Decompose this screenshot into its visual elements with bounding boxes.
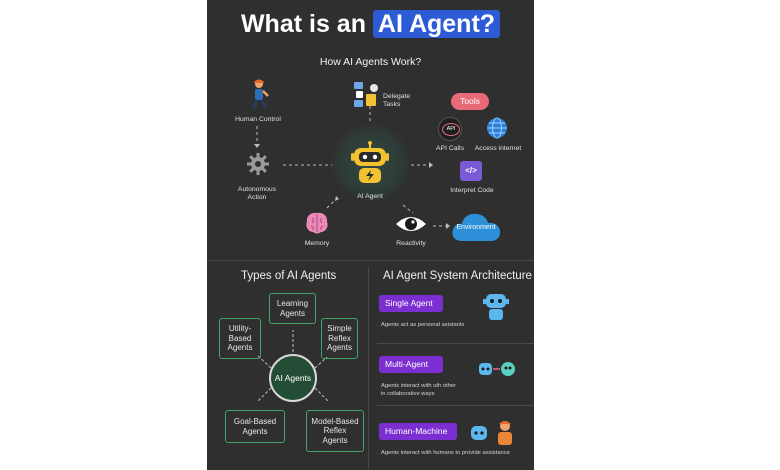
arch-separator-1 — [377, 343, 534, 344]
title-prefix: What is an — [240, 10, 366, 38]
learning-agents-box: Learning Agents — [269, 293, 316, 324]
access-internet-label: Access internet — [474, 145, 522, 152]
human-control-label: Human Control — [235, 116, 281, 123]
human-machine-label: Human-Machine — [379, 423, 457, 440]
simple-reflex-agents-box: Simple Reflex Agents — [321, 318, 358, 359]
multi-agent-description: Agents interact with uth other in collab… — [381, 383, 457, 397]
flow-connectors — [254, 106, 450, 229]
page-title: What is an AI Agent? — [207, 10, 534, 39]
delegate-tasks-icon — [354, 82, 378, 107]
interpret-code-label: Interpret Code — [450, 187, 494, 194]
human-control-icon — [251, 79, 269, 110]
brain-icon — [306, 212, 328, 234]
utility-based-agents-box: Utility- Based Agents — [219, 318, 261, 359]
goal-based-agents-box: Goal-Based Agents — [225, 410, 285, 443]
code-icon: </> — [460, 161, 482, 181]
section-subtitle: How AI Agents Work? — [319, 56, 422, 68]
cloud-icon — [452, 213, 501, 241]
ai-agents-center: AI Agents — [269, 354, 317, 402]
delegate-tasks-label: Delegate Tasks — [383, 93, 411, 108]
infographic-poster: What is an AI Agent? How AI Agents Work?… — [207, 0, 534, 470]
ai-agent-label: AI Agent — [357, 193, 383, 200]
arch-separator-2 — [377, 405, 534, 406]
environment-label: Environment — [456, 224, 496, 231]
api-icon: API — [438, 117, 462, 141]
column-divider — [368, 268, 369, 468]
types-title: Types of AI Agents — [241, 270, 337, 282]
human-robot-icon — [471, 421, 512, 445]
tools-badge: Tools — [451, 93, 489, 110]
gear-icon — [247, 153, 269, 175]
api-calls-label: API Calls — [436, 145, 464, 152]
single-agent-description: Agents act as personal asistants — [381, 322, 465, 328]
single-robot-icon — [483, 294, 509, 320]
globe-icon — [487, 117, 507, 139]
eye-icon — [396, 217, 426, 231]
reactivity-label: Reactivity — [396, 240, 426, 247]
multi-agent-label: Multi-Agent — [379, 356, 443, 373]
section-divider — [207, 260, 534, 261]
api-badge-text: API — [442, 123, 460, 136]
memory-label: Memory — [304, 240, 330, 247]
human-machine-description: Agents interact with humans to provide a… — [381, 450, 510, 456]
title-highlight: AI Agent? — [372, 10, 501, 38]
robot-icon — [351, 141, 389, 183]
model-based-reflex-agents-box: Model-Based Reflex Agents — [306, 410, 364, 452]
single-agent-label: Single Agent — [379, 295, 443, 312]
architecture-title: AI Agent System Architecture — [383, 270, 532, 282]
autonomous-action-label: Autonomous Action — [237, 186, 277, 201]
multi-robot-icon — [479, 362, 515, 376]
